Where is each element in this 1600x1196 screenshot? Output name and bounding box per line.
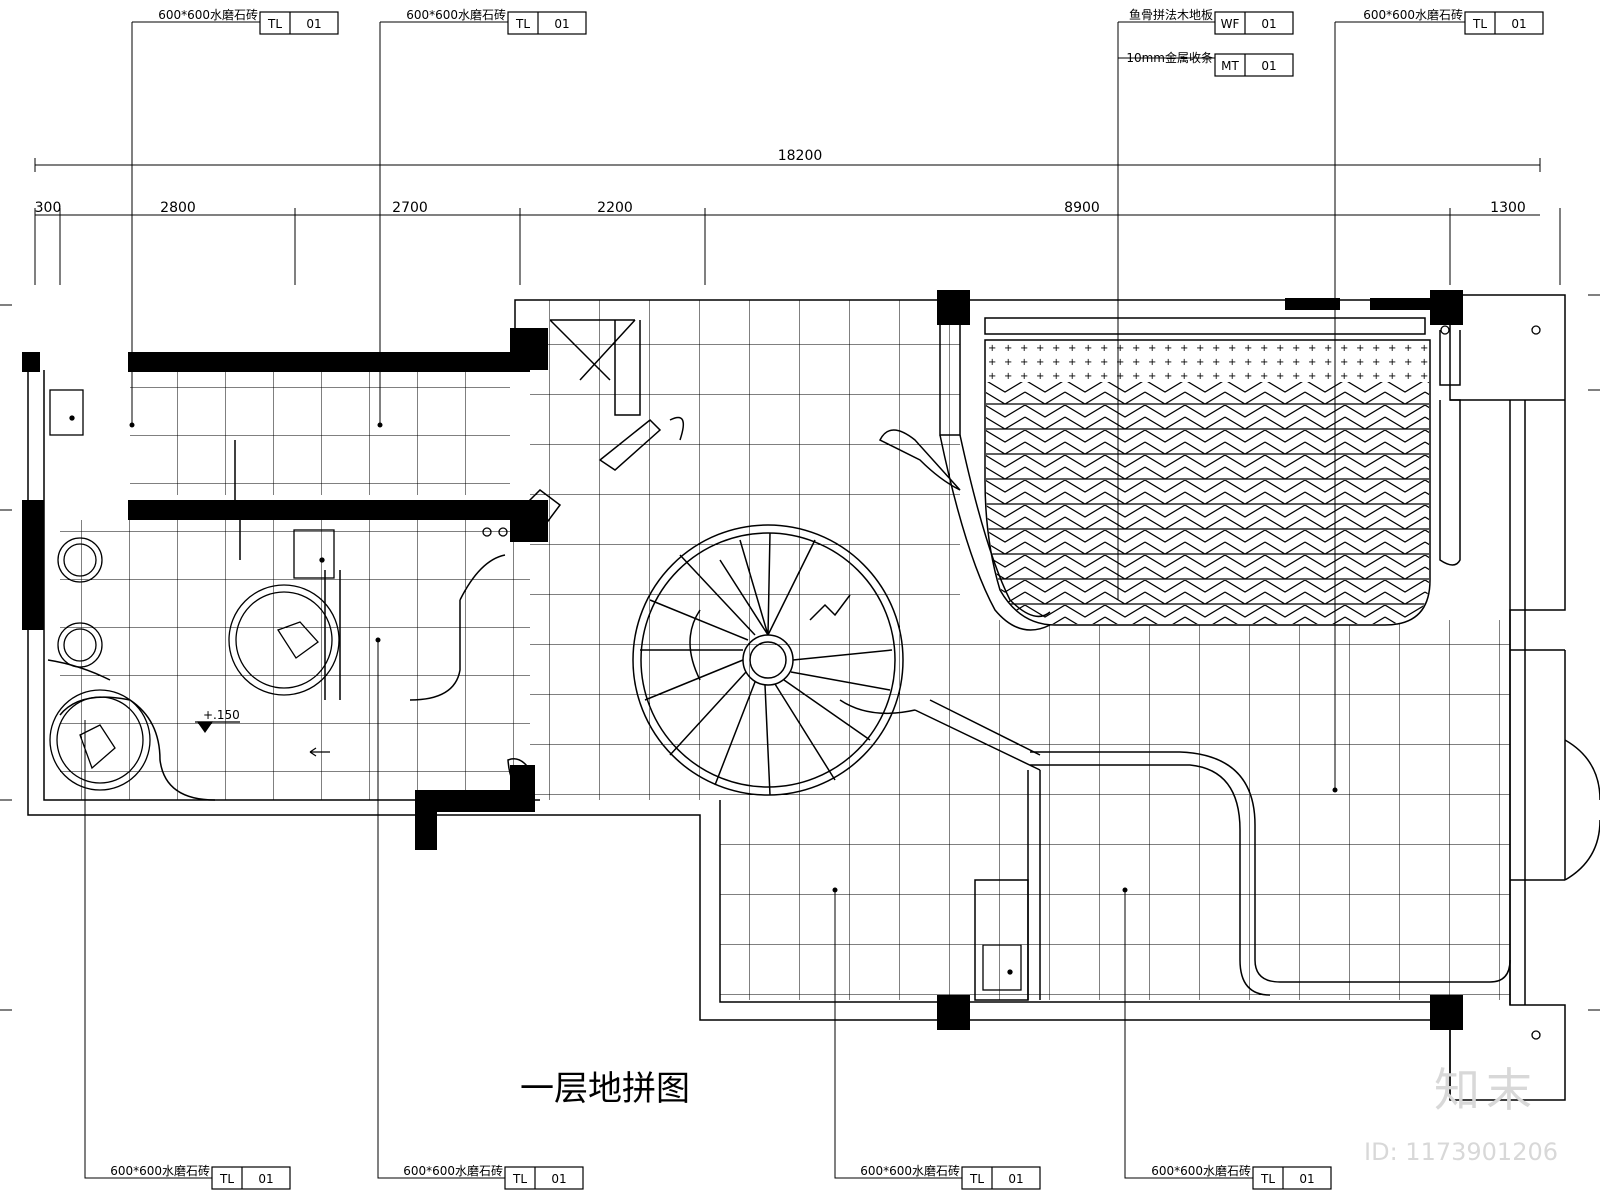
svg-text:600*600水磨石砖: 600*600水磨石砖 (158, 7, 258, 22)
svg-text:MT: MT (1221, 59, 1239, 73)
svg-text:TL: TL (969, 1172, 984, 1186)
svg-text:600*600水磨石砖: 600*600水磨石砖 (1151, 1163, 1251, 1178)
svg-text:01: 01 (306, 17, 321, 31)
svg-text:600*600水磨石砖: 600*600水磨石砖 (860, 1163, 960, 1178)
dimension-lines (0, 158, 1600, 1011)
callout-6: 600*600水磨石砖 TL 01 (110, 1163, 291, 1190)
watermark-logo: 知末 (1434, 1063, 1538, 1117)
svg-text:600*600水磨石砖: 600*600水磨石砖 (403, 1163, 503, 1178)
level-mark (195, 721, 330, 757)
dim-segment-3: 2700 (392, 200, 428, 216)
svg-text:WF: WF (1221, 17, 1240, 31)
watermark-id: ID: 1173901206 (1364, 1138, 1558, 1166)
svg-text:TL: TL (1472, 17, 1487, 31)
svg-text:01: 01 (554, 17, 569, 31)
callout-5: 600*600水磨石砖 TL 01 (1363, 7, 1544, 35)
svg-text:TL: TL (515, 17, 530, 31)
callout-4: 10mm金属收条 MT 01 (1126, 50, 1294, 77)
callout-7: 600*600水磨石砖 TL 01 (403, 1163, 584, 1190)
callout-8: 600*600水磨石砖 TL 01 (860, 1163, 1041, 1190)
svg-text:01: 01 (1299, 1172, 1314, 1186)
svg-text:01: 01 (551, 1172, 566, 1186)
svg-text:鱼骨拼法木地板: 鱼骨拼法木地板 (1129, 8, 1213, 22)
dim-segment-1: 300 (35, 200, 62, 216)
svg-text:01: 01 (1261, 59, 1276, 73)
svg-text:01: 01 (1261, 17, 1276, 31)
wood-floor (984, 317, 1431, 626)
spiral-staircase (632, 524, 916, 796)
dim-segment-6: 1300 (1490, 200, 1526, 216)
solid-walls (22, 290, 1463, 1030)
interior-partitions (47, 319, 1511, 1001)
level-mark-text: +.150 (203, 708, 240, 722)
svg-text:600*600水磨石砖: 600*600水磨石砖 (110, 1163, 210, 1178)
dim-segment-5: 8900 (1064, 200, 1100, 216)
drawing-title: 一层地拼图 (520, 1069, 690, 1109)
dim-segment-4: 2200 (597, 200, 633, 216)
overall-dimension: 18200 (778, 148, 823, 164)
svg-text:TL: TL (1260, 1172, 1275, 1186)
svg-text:10mm金属收条: 10mm金属收条 (1126, 50, 1213, 65)
callout-3: 鱼骨拼法木地板 WF 01 (1129, 8, 1294, 35)
tile-floor (60, 300, 1510, 1000)
leader-dots (129, 422, 1338, 893)
svg-text:TL: TL (267, 17, 282, 31)
svg-text:600*600水磨石砖: 600*600水磨石砖 (406, 7, 506, 22)
callout-9: 600*600水磨石砖 TL 01 (1151, 1163, 1332, 1190)
dim-segment-2: 2800 (160, 200, 196, 216)
callout-1: 600*600水磨石砖 TL 01 (158, 7, 339, 35)
callout-2: 600*600水磨石砖 TL 01 (406, 7, 587, 35)
leader-lines (84, 21, 1465, 1179)
svg-text:TL: TL (219, 1172, 234, 1186)
svg-text:01: 01 (258, 1172, 273, 1186)
svg-text:TL: TL (512, 1172, 527, 1186)
svg-text:01: 01 (1511, 17, 1526, 31)
fixtures (49, 325, 1541, 1040)
svg-text:600*600水磨石砖: 600*600水磨石砖 (1363, 7, 1463, 22)
svg-text:01: 01 (1008, 1172, 1023, 1186)
